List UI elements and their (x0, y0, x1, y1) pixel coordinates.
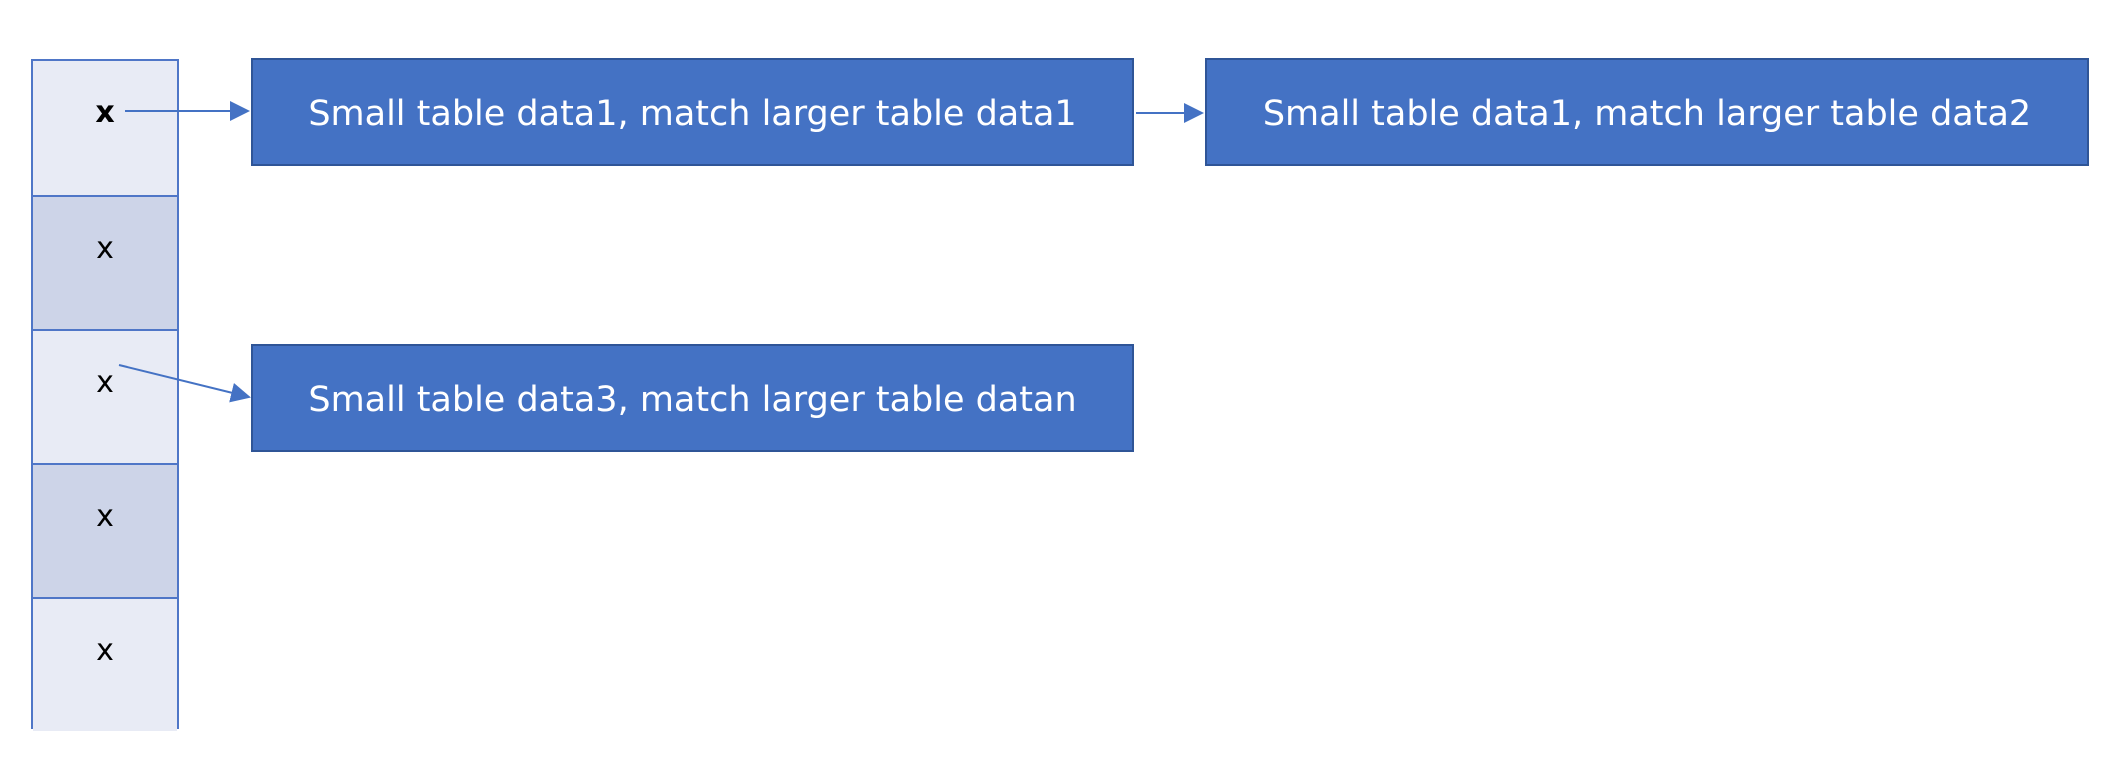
match-box-data1-largedata1: Small table data1, match larger table da… (251, 58, 1134, 166)
small-table-cell-4: x (33, 463, 177, 597)
small-table-cell-5: x (33, 597, 177, 731)
match-box-data1-largedata2: Small table data1, match larger table da… (1205, 58, 2089, 166)
small-table-cell-2-label: x (96, 231, 114, 266)
small-table-cell-5-label: x (96, 633, 114, 668)
small-table-cell-3-label: x (96, 365, 114, 400)
small-table-cell-3: x (33, 329, 177, 463)
match-box-data3-largedatan: Small table data3, match larger table da… (251, 344, 1134, 452)
small-table-cell-1: x (33, 61, 177, 195)
small-table-cell-1-label: x (95, 95, 115, 130)
small-table-column: x x x x x (31, 59, 179, 731)
small-table-cell-4-label: x (96, 499, 114, 534)
small-table-cell-2: x (33, 195, 177, 329)
